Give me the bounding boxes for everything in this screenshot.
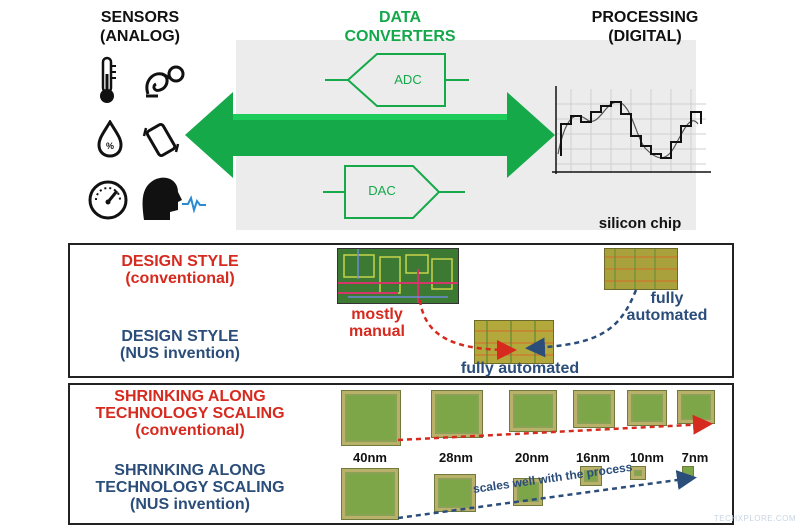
dac-label: DAC [368,183,396,198]
chip-conventional-40nm [341,390,401,446]
nus-scaling-arrow [397,470,697,520]
chip-conventional-28nm [431,390,483,438]
node-label-7nm: 7nm [681,450,709,465]
technology-scaling-panel [68,383,734,525]
watermark: TECHXPLORE.COM [713,514,796,523]
node-label-16nm: 16nm [576,450,610,465]
converters-header: DATA CONVERTERS [320,8,480,46]
manual-layout-image [337,248,459,304]
adc-label: ADC [394,72,422,87]
thermometer-icon [100,56,116,103]
automated-text: automated [626,307,708,324]
sensors-title: SENSORS [100,9,180,26]
scaling-conv-line2: TECHNOLOGY SCALING [95,405,285,422]
fully-text: fully [650,290,684,307]
dac-block [344,165,441,219]
processing-title: PROCESSING [591,9,699,26]
mostly-text: mostly [351,306,403,323]
sensors-subtitle: (ANALOG) [100,28,180,45]
automated-layout-image-conventional [604,248,678,290]
converters-subtitle: CONVERTERS [344,28,456,45]
chip-nus-16nm [580,466,602,486]
design-conv-title: DESIGN STYLE [121,253,239,270]
scaling-nus-line1: SHRINKING ALONG [114,462,266,479]
scaling-conv-line1: SHRINKING ALONG [114,388,266,405]
chip-conventional-16nm [573,390,615,428]
scaling-nus-label: SHRINKING ALONG TECHNOLOGY SCALING (NUS … [80,462,300,513]
vibration-icon [142,122,180,158]
silicon-chip-label: silicon chip [598,215,682,232]
chip-conventional-20nm [509,390,557,432]
node-label-40nm: 40nm [353,450,387,465]
scaling-nus-line2: TECHNOLOGY SCALING [95,479,285,496]
stethoscope-icon [145,65,185,98]
voice-head-icon [142,177,206,220]
design-style-panel [68,243,734,378]
mostly-manual-label: mostly manual [332,306,422,340]
design-style-conventional-label: DESIGN STYLE (conventional) [80,253,280,287]
node-label-20nm: 20nm [515,450,549,465]
scaling-conventional-label: SHRINKING ALONG TECHNOLOGY SCALING (conv… [80,388,300,439]
processing-header: PROCESSING (DIGITAL) [570,8,720,46]
conventional-scaling-arrow [397,414,713,442]
manual-text: manual [348,323,405,340]
chip-nus-10nm [630,466,646,480]
design-nus-title: DESIGN STYLE [121,328,239,345]
digital-waveform-plot [552,86,711,174]
scaling-nus-line3: (NUS invention) [130,496,250,513]
node-label-10nm: 10nm [630,450,664,465]
humidity-drop-icon: % [97,120,123,158]
sensors-header: SENSORS (ANALOG) [80,8,200,46]
converter-diagram [185,53,555,219]
bidirectional-arrow [185,92,555,178]
svg-text:%: % [106,141,114,151]
design-conv-subtitle: (conventional) [125,270,235,287]
scaling-conv-line3: (conventional) [135,422,245,439]
automated-to-nus-arrow [525,289,638,358]
fully-automated-label-bottom: fully automated [460,360,580,377]
converters-title: DATA [378,9,422,26]
manual-to-automated-arrow [418,299,517,360]
chip-conventional-10nm [627,390,667,426]
chip-nus-40nm [341,468,399,520]
fully-automated-label-top: fully automated [612,290,722,324]
gauge-icon [88,180,128,220]
design-nus-subtitle: (NUS invention) [120,345,240,362]
design-style-nus-label: DESIGN STYLE (NUS invention) [80,328,280,362]
processing-subtitle: (DIGITAL) [608,28,682,45]
node-label-28nm: 28nm [439,450,473,465]
